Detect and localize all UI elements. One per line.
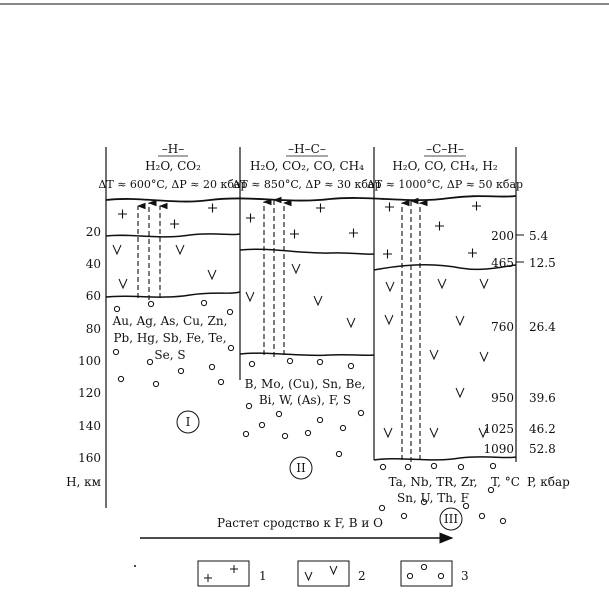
svg-text:III: III	[444, 512, 458, 526]
plus-markers	[118, 201, 481, 259]
svg-text:60: 60	[86, 289, 101, 303]
flow-arrows-zone-2	[262, 196, 292, 357]
svg-text:465: 465	[491, 256, 514, 270]
right-scale: 200 5.4 465 12.5 760 26.4 950 39.6 1025 …	[483, 229, 570, 489]
svg-text:2: 2	[358, 569, 366, 583]
svg-text:140: 140	[78, 419, 101, 433]
zone-3-elements: Ta, Nb, TR, Zr, Sn, U, Th, F	[389, 475, 478, 505]
svg-text:20: 20	[86, 225, 101, 239]
svg-text:100: 100	[78, 354, 101, 368]
svg-text:II: II	[296, 461, 306, 475]
zone-3-numeral: III	[439, 507, 463, 531]
zone-2-title: –H–C–	[288, 142, 326, 156]
zone-3-fluids: H₂O, CO, CH₄, H₂	[392, 159, 498, 173]
zone-2-elements: B, Mo, (Cu), Sn, Be, Bi, W, (As), F, S	[245, 377, 366, 407]
svg-text:950: 950	[491, 391, 514, 405]
zone-1-fluids: H₂O, CO₂	[145, 159, 201, 173]
legend: 1 2 3	[197, 560, 469, 587]
svg-text:Sn, U, Th, F: Sn, U, Th, F	[397, 491, 469, 505]
svg-text:B, Mo, (Cu), Sn, Be,: B, Mo, (Cu), Sn, Be,	[245, 377, 366, 391]
svg-text:Bi, W, (As), F, S: Bi, W, (As), F, S	[259, 393, 351, 407]
boundary-zone3-46km	[373, 263, 517, 271]
zone-1-conditions: ΔT ≈ 600°C, ΔP ≈ 20 кбар	[98, 178, 247, 191]
zone-1-elements: Au, Ag, As, Cu, Zn, Pb, Hg, Sb, Fe, Te, …	[112, 314, 228, 362]
svg-text:1: 1	[259, 569, 267, 583]
svg-text:46.2: 46.2	[529, 422, 556, 436]
flow-arrows-zone-1	[136, 199, 168, 300]
trend-label: Растет сродство к F, B и O	[217, 516, 383, 530]
zone-1-numeral: I	[176, 410, 200, 434]
svg-text:160: 160	[78, 451, 101, 465]
svg-text:1090: 1090	[483, 442, 514, 456]
svg-text:39.6: 39.6	[529, 391, 556, 405]
legend-item-plus: 1	[197, 560, 267, 587]
boundary-zone1-60km	[105, 291, 241, 298]
circle-markers	[112, 299, 507, 525]
svg-text:760: 760	[491, 320, 514, 334]
svg-text:5.4: 5.4	[529, 229, 548, 243]
boundary-surface	[105, 195, 517, 203]
stray-dot	[134, 565, 136, 567]
zone-1-header: –H– H₂O, CO₂ ΔT ≈ 600°C, ΔP ≈ 20 кбар	[98, 142, 247, 191]
svg-text:120: 120	[78, 386, 101, 400]
svg-text:200: 200	[491, 229, 514, 243]
trend-arrow: Растет сродство к F, B и O	[140, 516, 454, 544]
zone-3-header: –C–H– H₂O, CO, CH₄, H₂ ΔT ≈ 1000°C, ΔP ≈…	[367, 142, 523, 191]
svg-text:52.8: 52.8	[529, 442, 556, 456]
svg-text:3: 3	[461, 569, 469, 583]
zone-3-conditions: ΔT ≈ 1000°C, ΔP ≈ 50 кбар	[367, 178, 523, 191]
svg-text:Ta, Nb, TR, Zr,: Ta, Nb, TR, Zr,	[389, 475, 478, 489]
legend-item-v: 2	[297, 560, 366, 587]
temperature-label: T, °C	[491, 475, 520, 489]
zone-1-title: –H–	[162, 142, 184, 156]
depth-axis: 20 40 60 80 100 120 140 160 H, км	[66, 225, 101, 489]
zone-2-numeral: II	[289, 456, 313, 480]
v-markers	[112, 244, 489, 439]
boundary-zone2-30km	[239, 248, 375, 255]
svg-text:I: I	[186, 415, 191, 429]
svg-text:12.5: 12.5	[529, 256, 556, 270]
svg-text:80: 80	[86, 322, 101, 336]
svg-text:26.4: 26.4	[529, 320, 556, 334]
boundary-zone1-20km	[105, 233, 241, 238]
zone-3-title: –C–H–	[426, 142, 464, 156]
zone-2-fluids: H₂O, CO₂, CO, CH₄	[250, 159, 364, 173]
svg-text:40: 40	[86, 257, 101, 271]
zone-2-conditions: ΔT ≈ 850°C, ΔP ≈ 30 кбар	[232, 178, 381, 191]
zone-2-header: –H–C– H₂O, CO₂, CO, CH₄ ΔT ≈ 850°C, ΔP ≈…	[232, 142, 381, 191]
svg-text:Pb, Hg, Sb, Fe, Te,: Pb, Hg, Sb, Fe, Te,	[113, 331, 226, 345]
boundary-zone2-95km	[239, 352, 375, 357]
boundary-zone3-160km	[373, 456, 517, 461]
depth-axis-label: H, км	[66, 475, 101, 489]
svg-text:1025: 1025	[483, 422, 514, 436]
svg-text:Se, S: Se, S	[154, 348, 185, 362]
legend-item-circle: 3	[400, 560, 469, 587]
svg-text:Au, Ag, As, Cu, Zn,: Au, Ag, As, Cu, Zn,	[112, 314, 228, 328]
pressure-label: P, кбар	[527, 475, 570, 489]
flow-arrows-zone-3	[400, 197, 428, 462]
